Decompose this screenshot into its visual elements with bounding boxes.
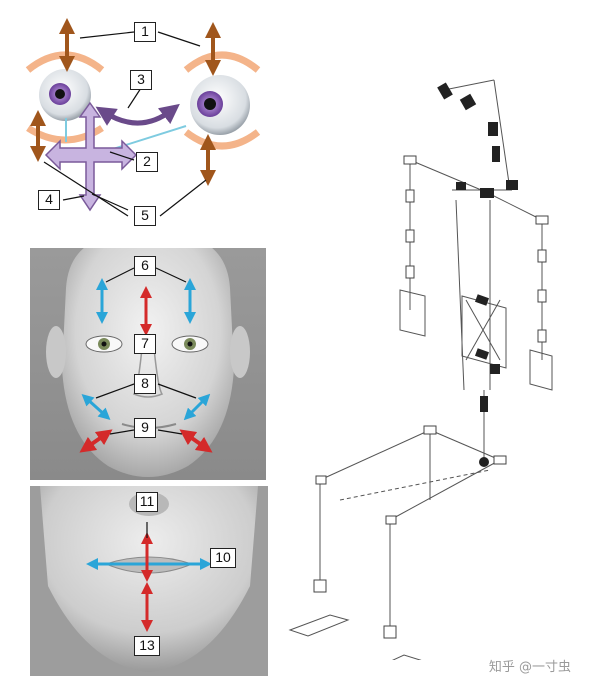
left-eye-icon [39, 69, 91, 121]
top-link-line [443, 79, 495, 91]
face-diagram [46, 248, 250, 477]
label-10: 10 [210, 548, 236, 568]
eyes-leader-lines [43, 31, 207, 217]
right-cheek-arrow [183, 393, 211, 421]
label-9: 9 [134, 418, 156, 438]
right-upper-lid-arc [183, 51, 261, 73]
label-7: 7 [134, 334, 156, 354]
mouth-diagram [40, 486, 258, 672]
left-mouth-corner-arrow [79, 429, 113, 453]
right-mouth-corner-arrow [179, 429, 213, 453]
mechanism-diagram [288, 79, 553, 660]
eyes-diagram [25, 18, 261, 217]
eye-rotation-arrow [95, 103, 180, 126]
right-lower-lid-arc [183, 129, 261, 150]
mechanism-joints [437, 82, 518, 467]
eye-cross-arrow-icon [44, 101, 138, 212]
label-1: 1 [134, 22, 156, 42]
left-ear [46, 326, 66, 378]
mechanism-panel [280, 60, 580, 660]
face-right-eye-icon [171, 335, 209, 353]
label-2: 2 [136, 152, 158, 172]
label-6: 6 [134, 256, 156, 276]
mouth-panel: 11 10 13 [30, 486, 268, 676]
right-ear [230, 326, 250, 378]
watermark: 知乎 @一寸虫 [488, 660, 571, 675]
label-13: 13 [134, 636, 160, 656]
label-11: 11 [136, 492, 158, 512]
label-8: 8 [134, 374, 156, 394]
face-left-eye-icon [85, 335, 123, 353]
mechanism-small-joints [313, 155, 549, 639]
face-leader-lines [95, 267, 197, 435]
face-panel: 6 7 8 9 [30, 248, 266, 480]
right-eye-icon [190, 75, 250, 135]
eyes-panel: 1 3 2 4 5 [0, 0, 270, 240]
label-4: 4 [38, 190, 60, 210]
left-cheek-arrow [81, 393, 111, 421]
label-3: 3 [130, 70, 152, 90]
label-5: 5 [134, 206, 156, 226]
head-shape [62, 248, 234, 477]
